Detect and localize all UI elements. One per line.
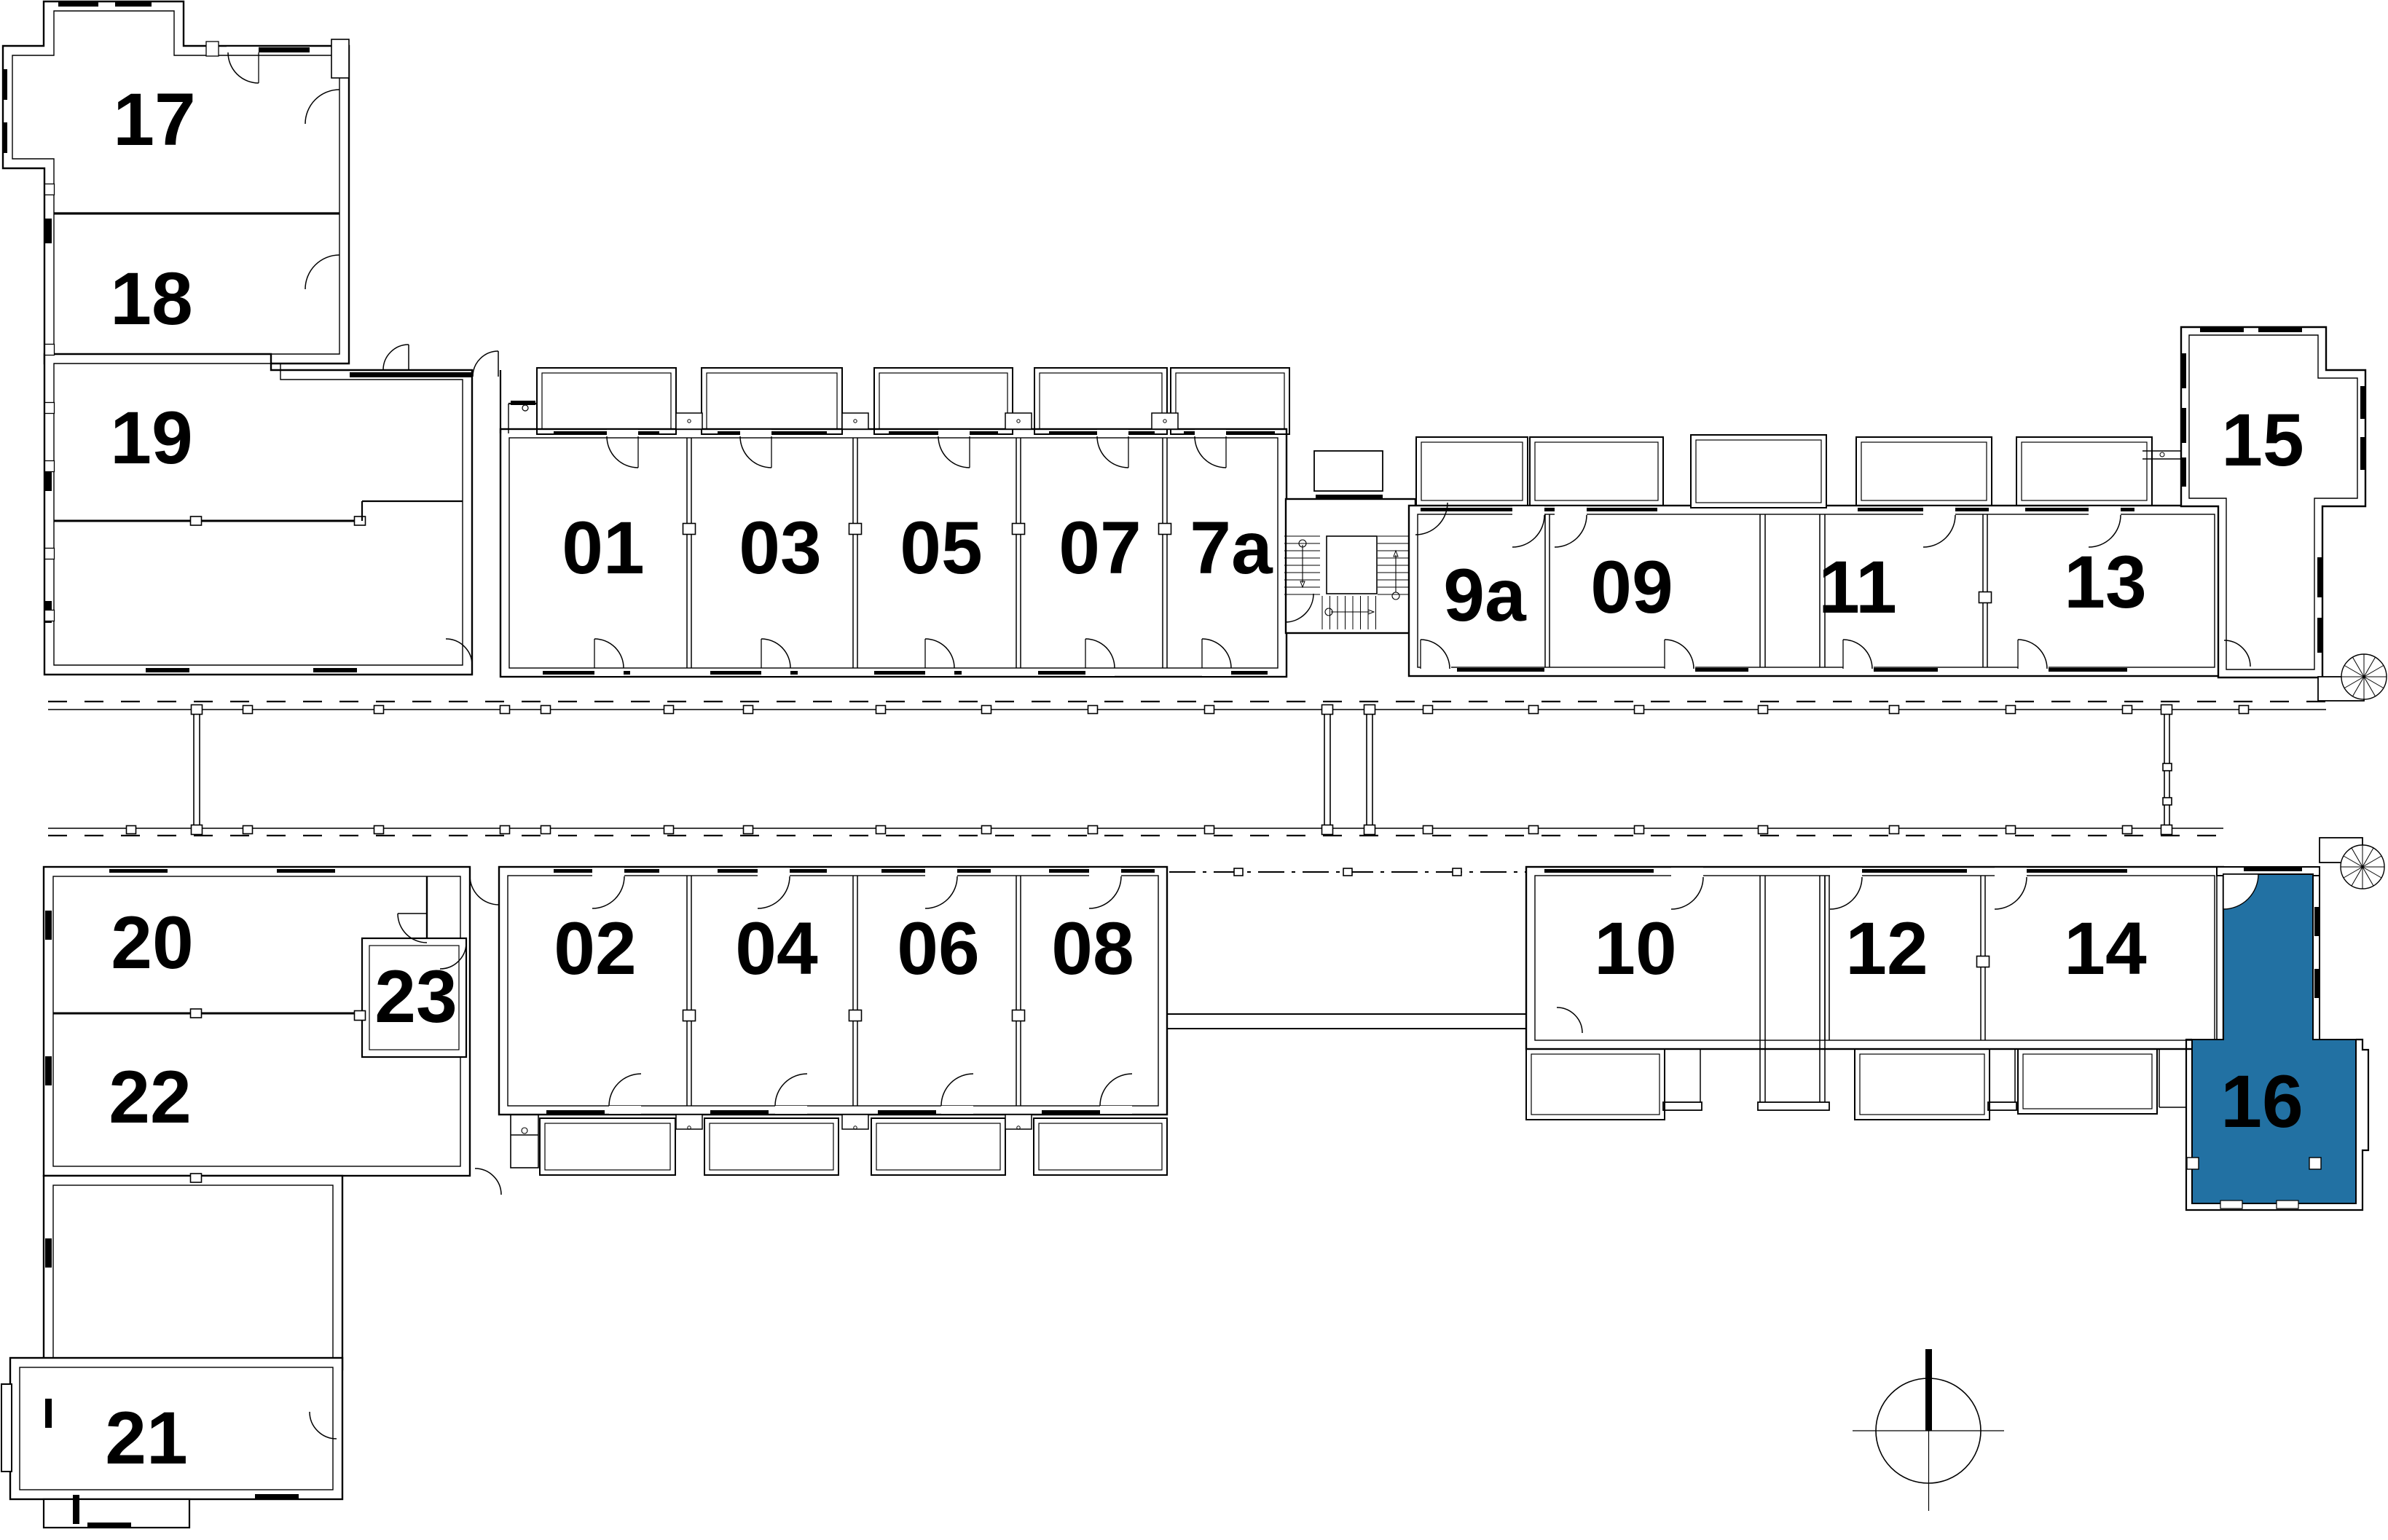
svg-text:01: 01 [562,506,644,589]
svg-text:9a: 9a [1443,554,1527,637]
svg-text:08: 08 [1051,907,1134,990]
svg-text:02: 02 [554,907,636,990]
svg-text:07: 07 [1059,506,1141,589]
svg-text:22: 22 [109,1056,191,1139]
svg-text:06: 06 [897,907,979,990]
svg-text:20: 20 [111,901,193,984]
svg-text:05: 05 [900,506,982,589]
svg-text:17: 17 [113,78,195,161]
svg-text:15: 15 [2221,398,2303,482]
svg-text:12: 12 [1845,907,1928,990]
svg-text:14: 14 [2064,907,2147,990]
svg-text:10: 10 [1594,907,1676,990]
svg-text:18: 18 [110,257,192,340]
svg-text:21: 21 [105,1396,187,1480]
svg-text:16: 16 [2220,1060,2303,1143]
svg-text:11: 11 [1818,546,1897,629]
svg-text:09: 09 [1590,546,1673,629]
svg-text:23: 23 [374,955,457,1038]
svg-text:13: 13 [2064,541,2146,624]
svg-text:04: 04 [735,907,818,990]
svg-text:19: 19 [110,396,192,479]
svg-text:03: 03 [739,506,821,589]
svg-text:7a: 7a [1190,506,1273,589]
